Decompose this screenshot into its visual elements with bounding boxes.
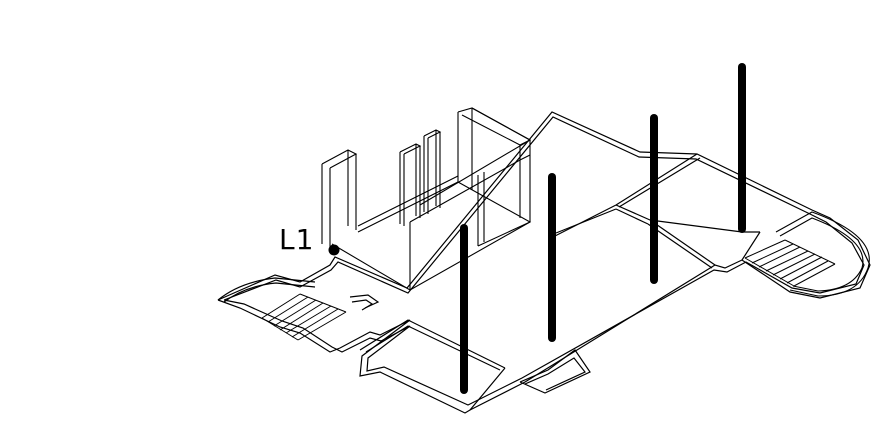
floor-slab-outline <box>217 111 871 414</box>
l1-marker-dot <box>328 244 340 256</box>
front-wing-walls <box>359 319 591 411</box>
right-wing <box>775 211 870 297</box>
left-wing-walls <box>217 277 380 311</box>
columns <box>460 63 746 394</box>
l1-label: L1 <box>279 223 315 256</box>
wireframe-room <box>321 107 532 291</box>
left-stair <box>261 293 347 341</box>
right-stair <box>744 239 836 287</box>
